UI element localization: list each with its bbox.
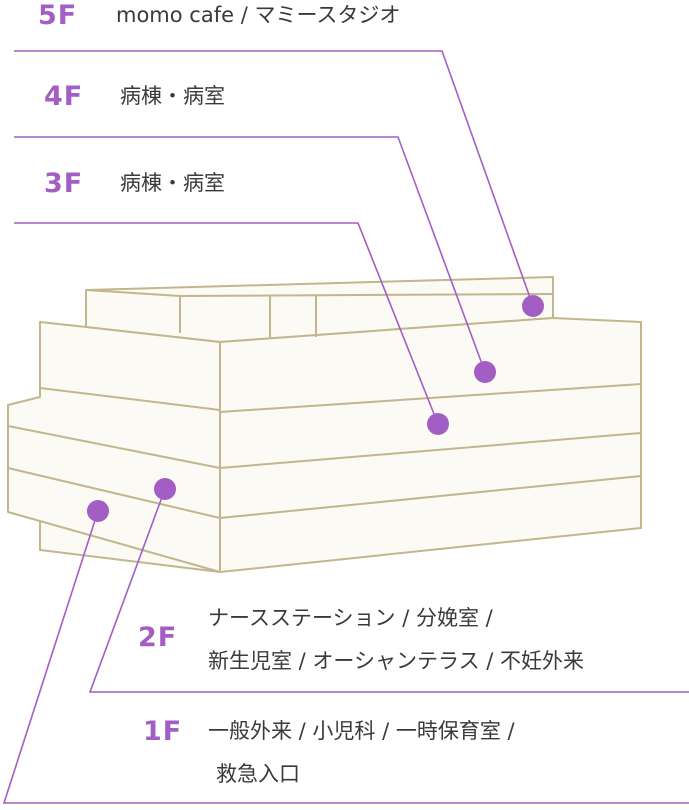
marker-dot-1f xyxy=(87,500,109,522)
floor-description-3f: 病棟・病室 xyxy=(120,171,225,195)
marker-dot-4f xyxy=(474,361,496,383)
floor-label-4f: 4F xyxy=(44,81,84,112)
leader-line-1f xyxy=(2,510,689,804)
floor-description-4f: 病棟・病室 xyxy=(120,84,225,108)
leader-line-5f xyxy=(14,50,534,307)
floor-description-2f-line2: 新生児室 / オーシャンテラス / 不妊外来 xyxy=(208,649,585,673)
leader-line-3f xyxy=(14,222,439,425)
marker-dot-3f xyxy=(427,413,449,435)
floor-description-1f-line2: 救急入口 xyxy=(216,762,300,786)
marker-dot-5f xyxy=(522,295,544,317)
floor-label-5f: 5F xyxy=(38,0,78,31)
leader-line-2f xyxy=(88,488,689,693)
floor-label-1f: 1F xyxy=(143,716,183,747)
floor-description-2f-line1: ナースステーション / 分娩室 / xyxy=(208,606,493,630)
floor-description-5f: momo cafe / マミースタジオ xyxy=(116,3,401,27)
floor-label-2f: 2F xyxy=(138,622,178,653)
floor-label-3f: 3F xyxy=(44,168,84,199)
floor-description-1f-line1: 一般外来 / 小児科 / 一時保育室 / xyxy=(208,719,515,743)
leader-line-4f xyxy=(14,136,486,373)
marker-dot-2f xyxy=(154,478,176,500)
